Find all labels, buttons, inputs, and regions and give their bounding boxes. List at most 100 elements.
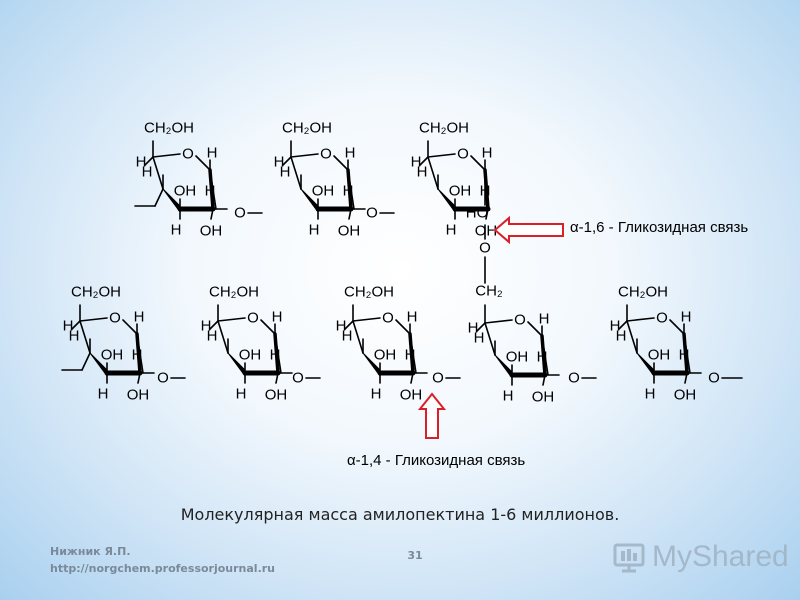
ring-6-h-c3: H	[371, 386, 382, 403]
glycosidic-oxygen-top-1: O	[234, 205, 246, 222]
ring-4-h-c1: H	[134, 309, 145, 326]
ring-6-oh-c3: OH	[374, 347, 397, 364]
ring-2-h-c1: H	[345, 145, 356, 162]
ring-3-h-c2: H	[480, 183, 491, 200]
ring-7-bond	[542, 374, 546, 386]
ring-8-bond	[684, 372, 688, 384]
ring-2-h-c4: H	[274, 154, 285, 171]
ring-6-bond	[344, 320, 354, 330]
ring-8-ring-oxygen: O	[656, 310, 668, 327]
ring-1-bond	[144, 156, 154, 166]
alpha-1-6-label: α-1,6 - Гликозидная связь	[570, 219, 748, 236]
ring-1-bond	[195, 155, 211, 171]
ring-7-h-c2: H	[537, 349, 548, 366]
ring-3-oh-c3: OH	[449, 183, 472, 200]
ring-3-bond	[485, 208, 489, 220]
alpha-1-4-label: α-1,4 - Гликозидная связь	[347, 452, 525, 469]
ring-7-h-c1: H	[539, 311, 550, 328]
ring-3-h-c1: H	[482, 145, 493, 162]
ring-1-ring-oxygen: O	[182, 146, 194, 163]
ring-8-h-c1: H	[681, 309, 692, 326]
ring-5-bond	[275, 372, 279, 384]
ring-8-bond	[683, 333, 691, 374]
ring-8-bond	[626, 320, 638, 354]
ring-6-h-c2: H	[405, 347, 416, 364]
ring-6-bond	[352, 320, 364, 354]
ring-7-h-c4: H	[468, 320, 479, 337]
ring-8-h-c5: H	[616, 328, 627, 345]
ring-1-h-c2: H	[205, 183, 216, 200]
ring-2-ring-oxygen: O	[320, 146, 332, 163]
ring-6-oh-c2: OH	[400, 387, 423, 404]
ring-3-h-c4: H	[411, 154, 422, 171]
ring-1-bond	[154, 188, 164, 207]
ring-2-oh-c2: OH	[338, 223, 361, 240]
ring-5-bond	[274, 333, 282, 374]
alpha-1-6-arrow	[493, 215, 564, 245]
ring-3-bond	[427, 153, 456, 158]
ring-2-oh-c3: OH	[312, 183, 335, 200]
ring-5-ch2oh-label: CH₂OH	[209, 284, 259, 301]
ring-3-h-c3: H	[446, 222, 457, 239]
glycosidic-oxygen-bottom-4: O	[568, 370, 580, 387]
glycosidic-oxygen-bottom-3: O	[432, 370, 444, 387]
ring-7-h-c3: H	[503, 388, 514, 405]
ring-4-oh-c3: OH	[101, 347, 124, 364]
author-block: Нижник Я.П. http://norgchem.professorjou…	[50, 543, 275, 577]
watermark-logo: MyShared	[612, 537, 789, 577]
ring-6-bond	[395, 319, 411, 335]
alpha-1-4-arrow	[417, 392, 447, 439]
ring-4-h-c2: H	[132, 347, 143, 364]
presentation-board-icon	[613, 543, 645, 573]
ring-4-bond	[79, 320, 91, 354]
glycosidic-oxygen-bottom-2: O	[292, 370, 304, 387]
ring-7-bond	[484, 322, 496, 356]
ring-1-h-c1: H	[207, 145, 218, 162]
ring-3-bond	[427, 156, 439, 190]
ring-4-bond	[79, 317, 108, 322]
molecular-mass-caption: Молекулярная масса амилопектина 1-6 милл…	[180, 505, 620, 524]
ring-5-h-c3: H	[236, 386, 247, 403]
ring-1-ch2oh-label: CH₂OH	[144, 120, 194, 137]
ring-2-bond	[347, 169, 355, 210]
ring-3-bond	[419, 156, 429, 166]
ring-7-bond	[476, 322, 486, 332]
watermark-text: MyShared	[652, 540, 789, 573]
alpha-1-6-oxygen: O	[479, 240, 491, 257]
page-number: 31	[407, 549, 423, 562]
ring-2-bond	[333, 155, 349, 171]
ring-8-h-c2: H	[679, 347, 690, 364]
glycosidic-oxygen-bottom-end: O	[708, 370, 720, 387]
ring-4-h-c4: H	[63, 318, 74, 335]
ring-4-ch2oh-label: CH₂OH	[71, 284, 121, 301]
ring-7-h-c5: H	[474, 330, 485, 347]
ring-4-h-c5: H	[69, 328, 80, 345]
ring-1-bond	[152, 153, 181, 158]
ring-1-oh-c3: OH	[174, 183, 197, 200]
author-url[interactable]: http://norgchem.professorjournal.ru	[50, 562, 276, 575]
ring-1-bond	[209, 169, 217, 210]
ring-8-bond	[669, 319, 685, 335]
ring-6-ch2oh-label: CH₂OH	[344, 284, 394, 301]
ring-8-bond	[626, 317, 655, 322]
ring-7-bond	[484, 319, 513, 324]
ring-7-oh-c2: OH	[532, 389, 555, 406]
ring-8-bond	[618, 320, 628, 330]
labels-layer: CH₂OHHHOHHHOHHOOCH₂OHHHOHHHOHHOOCH₂OHHHO…	[63, 120, 720, 406]
ring-5-bond	[209, 320, 219, 330]
ring-4-bond	[81, 352, 91, 371]
ring-1-oh-c2: OH	[200, 223, 223, 240]
ring-1-h-c5: H	[142, 164, 153, 181]
author-name: Нижник Я.П.	[50, 545, 131, 558]
ring-6-bond	[409, 333, 417, 374]
ring-5-ring-oxygen: O	[247, 310, 259, 327]
ring-4-oh-c2: OH	[127, 387, 150, 404]
ring-5-bond	[217, 320, 229, 354]
ring-7-bond	[541, 335, 549, 376]
ring-3-ho-label: HO	[466, 205, 489, 222]
glycosidic-oxygen-top-2: O	[366, 205, 378, 222]
ring-4-bond	[122, 319, 138, 335]
ring-6-h-c4: H	[336, 318, 347, 335]
ring-6-h-c5: H	[342, 328, 353, 345]
ring-7-ch2-label: CH₂	[475, 283, 503, 300]
